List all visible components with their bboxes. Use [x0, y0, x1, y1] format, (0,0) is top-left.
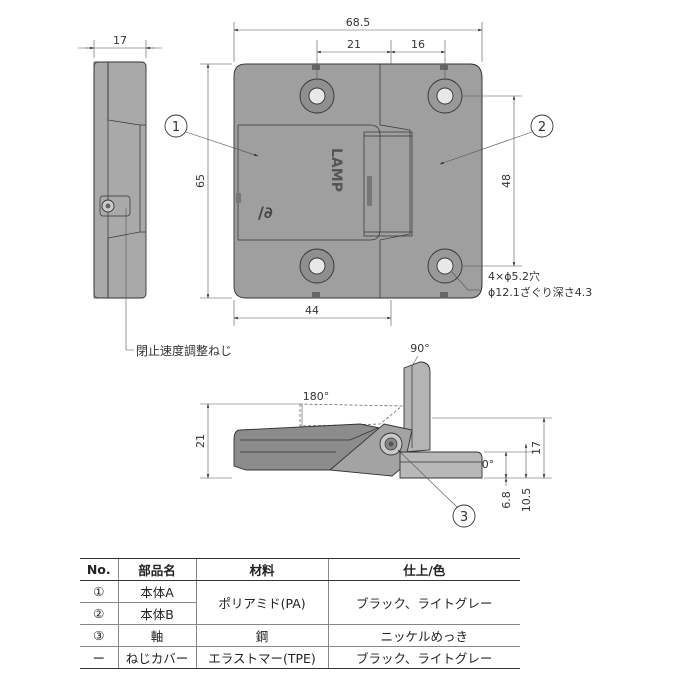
dim-width-44: 44 — [305, 304, 319, 317]
callout-1 — [164, 114, 188, 138]
dim-height-17: 17 — [530, 441, 543, 455]
row-no: ② — [80, 602, 118, 625]
table-row: ① 本体A ポリアミド(PA) ブラック、ライトグレー — [80, 580, 520, 625]
table-row: ② 本体B — [80, 602, 520, 625]
dim-21: 21 — [347, 38, 361, 51]
dim-height-6-8: 6.8 — [500, 491, 513, 509]
row-finish: ニッケルめっき — [327, 624, 520, 647]
callout-3-label: 3 — [460, 510, 468, 525]
row-no: ① — [80, 580, 118, 603]
callout-2 — [530, 114, 554, 138]
hinge-drawing: 17 閉止速度調整ねじ LAMP /∂ — [78, 16, 592, 528]
hole-spec-line2: ϕ12.1ざぐり深さ4.3 — [488, 285, 592, 299]
open-side-view: 90° 180° 0° 21 17 6.8 10.5 3 — [194, 342, 552, 528]
row-no: ③ — [80, 624, 118, 647]
header-part-name: 部品名 — [117, 558, 196, 581]
angle-0: 0° — [482, 458, 495, 471]
row-name: 本体A — [117, 580, 196, 603]
logo-mark: /∂ — [258, 203, 273, 222]
front-view: LAMP /∂ 68.5 21 16 — [164, 16, 592, 326]
callout-1-label: 1 — [172, 120, 180, 135]
mount-hole-top-right — [427, 78, 463, 114]
row-name: 本体B — [117, 602, 196, 625]
mount-hole-bottom-left — [299, 248, 335, 284]
header-no: No. — [80, 558, 118, 581]
table-header-row: No. 部品名 材料 仕上/色 — [80, 558, 520, 581]
dim-height-65: 65 — [194, 174, 207, 188]
angle-180: 180° — [303, 390, 330, 403]
dim-total-width: 68.5 — [346, 16, 371, 29]
parts-table: No. 部品名 材料 仕上/色 ① 本体A ポリアミド(PA) ブラック、ライト… — [80, 558, 520, 669]
dim-height-10-5: 10.5 — [520, 488, 533, 513]
adjust-screw-label: 閉止速度調整ねじ — [136, 343, 232, 358]
angle-90: 90° — [410, 342, 430, 355]
header-material: 材料 — [195, 558, 328, 581]
row-name: ねじカバー — [117, 646, 196, 669]
row-finish: ブラック、ライトグレー — [327, 646, 520, 669]
row-finish: ブラック、ライトグレー — [327, 580, 520, 625]
row-no: ー — [80, 646, 118, 669]
callout-3 — [452, 504, 476, 528]
hole-spec-line1: 4×ϕ5.2穴 — [488, 269, 540, 283]
row-material: 鋼 — [195, 624, 328, 647]
side-view: 17 閉止速度調整ねじ — [78, 34, 232, 358]
dim-hole-pitch: 48 — [500, 174, 513, 188]
dim-16: 16 — [411, 38, 425, 51]
header-finish: 仕上/色 — [327, 558, 520, 581]
row-material: エラストマー(TPE) — [195, 646, 328, 669]
table-row: ー ねじカバー エラストマー(TPE) ブラック、ライトグレー — [80, 646, 520, 669]
dim-side-width: 17 — [113, 34, 127, 47]
row-name: 軸 — [117, 624, 196, 647]
brand-text: LAMP — [328, 148, 344, 192]
mount-hole-top-left — [299, 78, 335, 114]
callout-2-label: 2 — [538, 120, 546, 135]
row-material: ポリアミド(PA) — [195, 580, 328, 625]
table-row: ③ 軸 鋼 ニッケルめっき — [80, 624, 520, 647]
mount-hole-bottom-right — [427, 248, 463, 284]
dim-height-21: 21 — [194, 434, 207, 448]
